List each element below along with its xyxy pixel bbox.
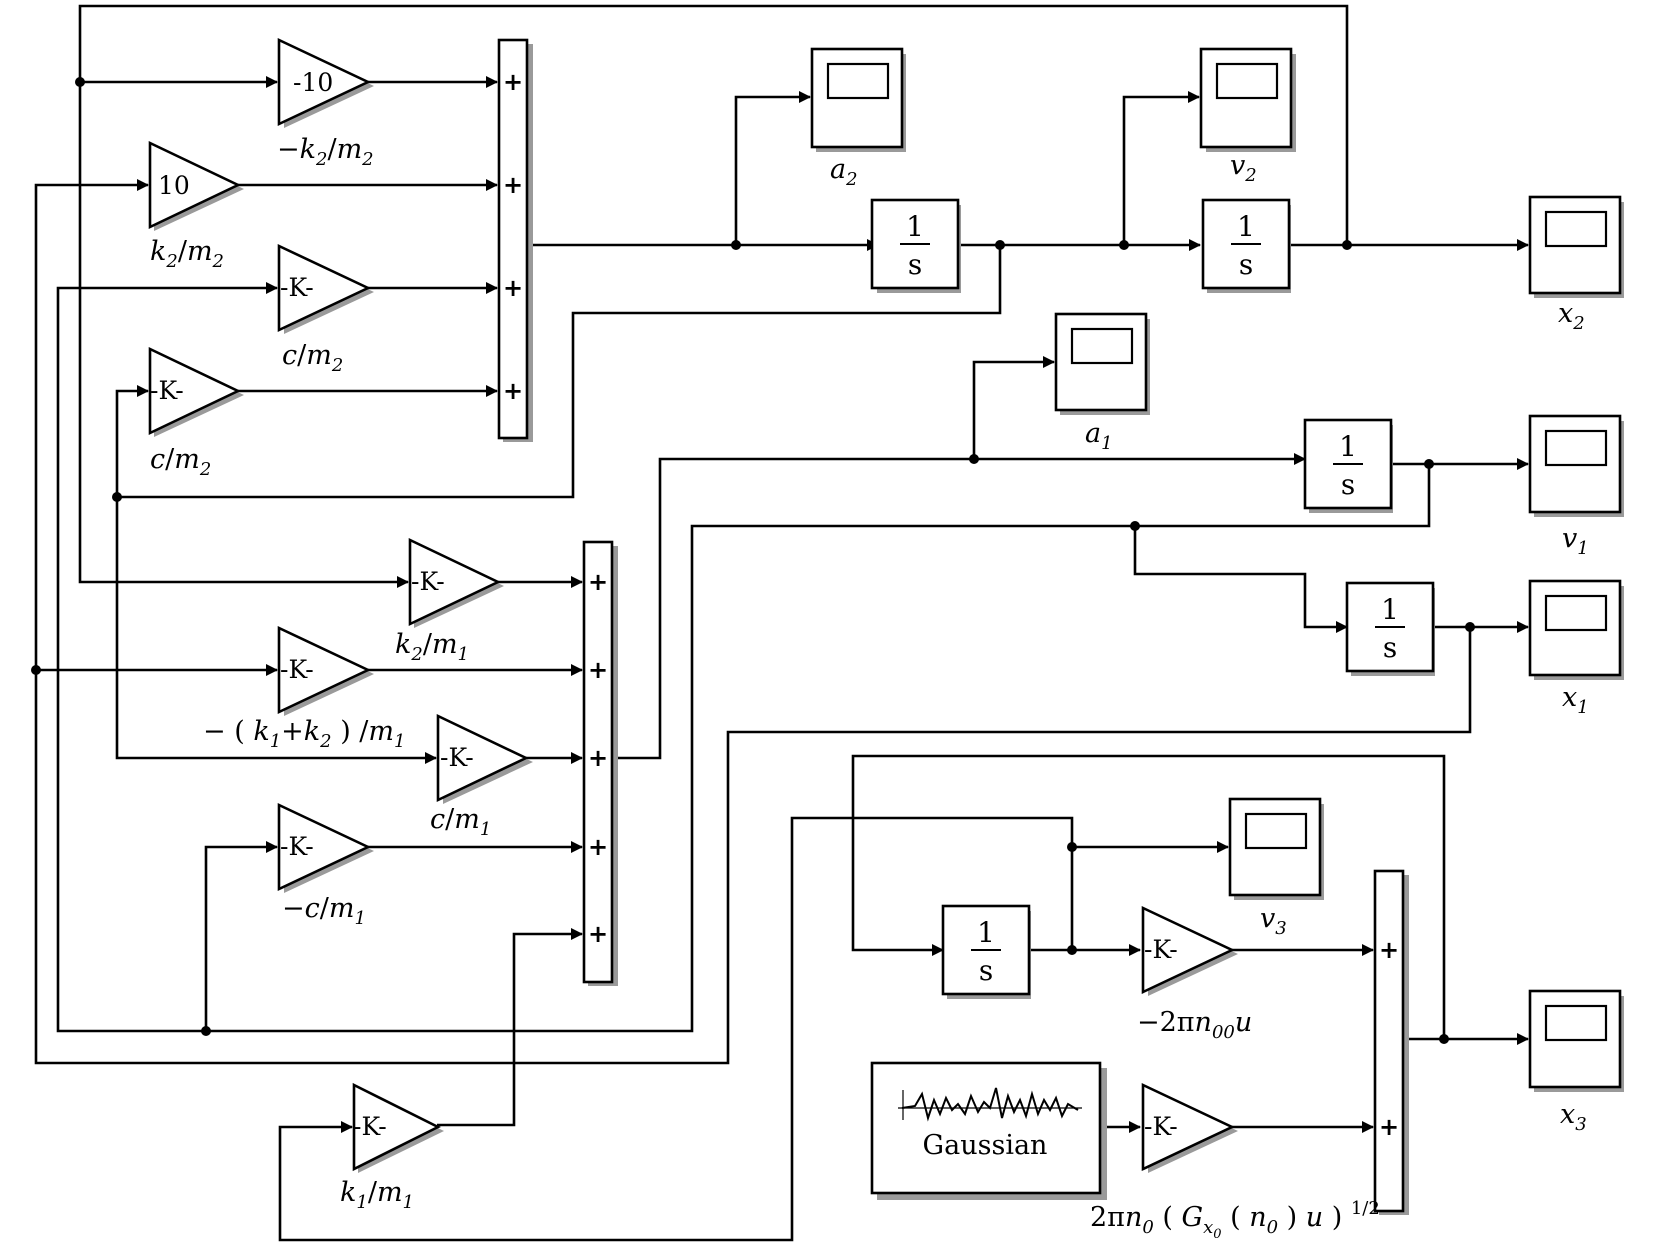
scope-label-x1: x1: [1562, 682, 1589, 718]
svg-text:s: s: [1341, 468, 1355, 501]
scope-v3[interactable]: [1228, 797, 1324, 900]
svg-text:+: +: [588, 656, 608, 684]
scope-label-x2: x2: [1558, 298, 1585, 334]
gain-k-text: -K-: [1144, 935, 1178, 964]
gain-c-m2-upper[interactable]: -K-: [277, 243, 374, 334]
svg-text:1: 1: [906, 210, 924, 243]
junction-dots: [31, 77, 1475, 1044]
svg-text:s: s: [979, 954, 993, 987]
scope-label-v2: v2: [1230, 150, 1257, 186]
svg-text:s: s: [1239, 248, 1253, 281]
scope-label-a1: a1: [1085, 418, 1113, 454]
scope-label-v1: v1: [1562, 523, 1589, 559]
label-neg-c-m1: −c/m1: [282, 893, 366, 929]
sum-block-upper[interactable]: + + + +: [497, 38, 533, 442]
gain-k-text: -K-: [280, 273, 314, 302]
svg-text:1: 1: [1237, 210, 1255, 243]
gain-c-m2-lower[interactable]: -K-: [148, 346, 244, 437]
label-neg-2pi-n00-u: −2πn00u: [1137, 1007, 1252, 1043]
gain-k-text: -K-: [353, 1112, 387, 1141]
label-k1-m1: k1/m1: [340, 1177, 414, 1213]
gain-10-text: 10: [158, 171, 190, 200]
scope-v1[interactable]: [1528, 414, 1624, 517]
integrator-v1[interactable]: 1 s: [1345, 581, 1435, 676]
gain-neg-c-m1[interactable]: -K-: [277, 802, 374, 893]
svg-text:+: +: [1379, 1113, 1399, 1141]
gain-c-m1[interactable]: -K-: [436, 713, 533, 804]
svg-text:+: +: [588, 920, 608, 948]
svg-text:1: 1: [1339, 430, 1357, 463]
integrator-a2[interactable]: 1 s: [870, 198, 961, 293]
svg-text:s: s: [1383, 631, 1397, 664]
integrator-a1[interactable]: 1 s: [1303, 418, 1393, 513]
gain-k-text: -K-: [440, 743, 474, 772]
svg-text:+: +: [588, 833, 608, 861]
svg-text:+: +: [1379, 936, 1399, 964]
scope-x2[interactable]: [1528, 195, 1624, 298]
svg-text:1: 1: [977, 916, 995, 949]
svg-text:+: +: [503, 68, 523, 96]
scope-a1[interactable]: [1054, 312, 1150, 415]
sum-block-lower[interactable]: + + + + +: [582, 540, 618, 986]
noise-waveform-icon: [901, 1087, 1079, 1122]
gain-k2-m1[interactable]: -K-: [408, 537, 504, 628]
sum-block-x3[interactable]: + +: [1373, 869, 1409, 1215]
gain-neg-k1k2-m1[interactable]: -K-: [277, 625, 374, 716]
svg-text:+: +: [503, 274, 523, 302]
gaussian-noise-block[interactable]: Gaussian: [870, 1061, 1107, 1200]
label-neg-k1k2-m1: − ( k1+k2 ) /m1: [203, 716, 405, 752]
gain-k-text: -K-: [411, 567, 445, 596]
svg-text:+: +: [503, 171, 523, 199]
svg-text:s: s: [908, 248, 922, 281]
svg-text:+: +: [588, 744, 608, 772]
scope-a2[interactable]: [810, 47, 906, 152]
gain-k-text: -K-: [280, 832, 314, 861]
gain-k-text: -K-: [280, 655, 314, 684]
integrator-x3[interactable]: 1 s: [941, 904, 1031, 999]
integrator-v2[interactable]: 1 s: [1201, 198, 1291, 293]
svg-text:+: +: [503, 377, 523, 405]
gain-k1-m1[interactable]: -K-: [352, 1082, 444, 1173]
scope-label-v3: v3: [1260, 903, 1287, 939]
gain-k-text: -K-: [150, 376, 184, 405]
scope-label-x3: x3: [1560, 1099, 1587, 1135]
gaussian-label: Gaussian: [923, 1130, 1048, 1161]
label-c-m1: c/m1: [430, 804, 491, 840]
gain-neg10-text: -10: [293, 68, 333, 97]
label-c-m2-lower: c/m2: [150, 444, 211, 480]
label-k2-m2: k2/m2: [150, 236, 224, 272]
signal-lines: [34, 4, 1529, 1242]
scope-x1[interactable]: [1528, 579, 1624, 680]
gain-10[interactable]: 10: [148, 140, 244, 231]
label-k2-m1: k2/m1: [395, 629, 469, 665]
label-neg-k2-m2: −k2/m2: [277, 134, 374, 170]
label-2pi-n0-G: 2πn0 ( Gx0 ( n0 ) u ) 1/2: [1090, 1198, 1380, 1242]
label-c-m2-upper: c/m2: [282, 340, 343, 376]
gain-k-text: -K-: [1144, 1112, 1178, 1141]
svg-text:+: +: [588, 568, 608, 596]
gain-neg-2pi-n00-u[interactable]: -K-: [1141, 905, 1238, 996]
gain-neg10[interactable]: -10: [277, 37, 374, 128]
scope-x3[interactable]: [1528, 989, 1624, 1092]
scope-v2[interactable]: [1199, 47, 1296, 152]
svg-text:1: 1: [1381, 593, 1399, 626]
gain-2pi-n0-G[interactable]: -K-: [1141, 1082, 1238, 1173]
scope-label-a2: a2: [830, 154, 858, 190]
